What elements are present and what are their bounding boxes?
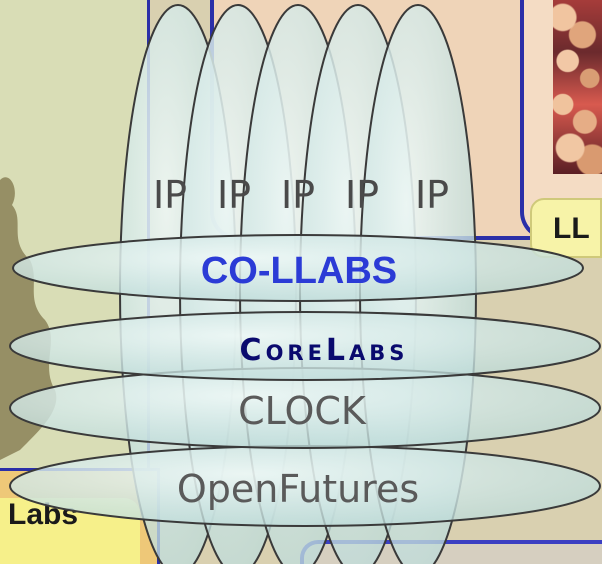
co-llabs-label: CO-LLABS <box>201 250 397 292</box>
openfutures-label: OpenFutures <box>177 467 419 511</box>
ip-label-2: IP <box>217 173 251 217</box>
ip-label-3: IP <box>281 173 315 217</box>
corelabs-layer: CoreLabs <box>9 311 601 381</box>
ip-label-4: IP <box>345 173 379 217</box>
openfutures-layer: OpenFutures <box>9 445 601 527</box>
clock-layer: CLOCK <box>9 367 601 449</box>
co-llabs-layer: CO-LLABS <box>12 234 584 302</box>
ip-label-5: IP <box>415 173 449 217</box>
ip-labels: IP IP IP IP IP <box>153 173 449 217</box>
clock-label: CLOCK <box>238 389 367 433</box>
ll-label: LL <box>553 212 590 245</box>
corelabs-label: CoreLabs <box>240 333 409 368</box>
crowd-photo <box>553 0 602 174</box>
ip-label-1: IP <box>153 173 187 217</box>
